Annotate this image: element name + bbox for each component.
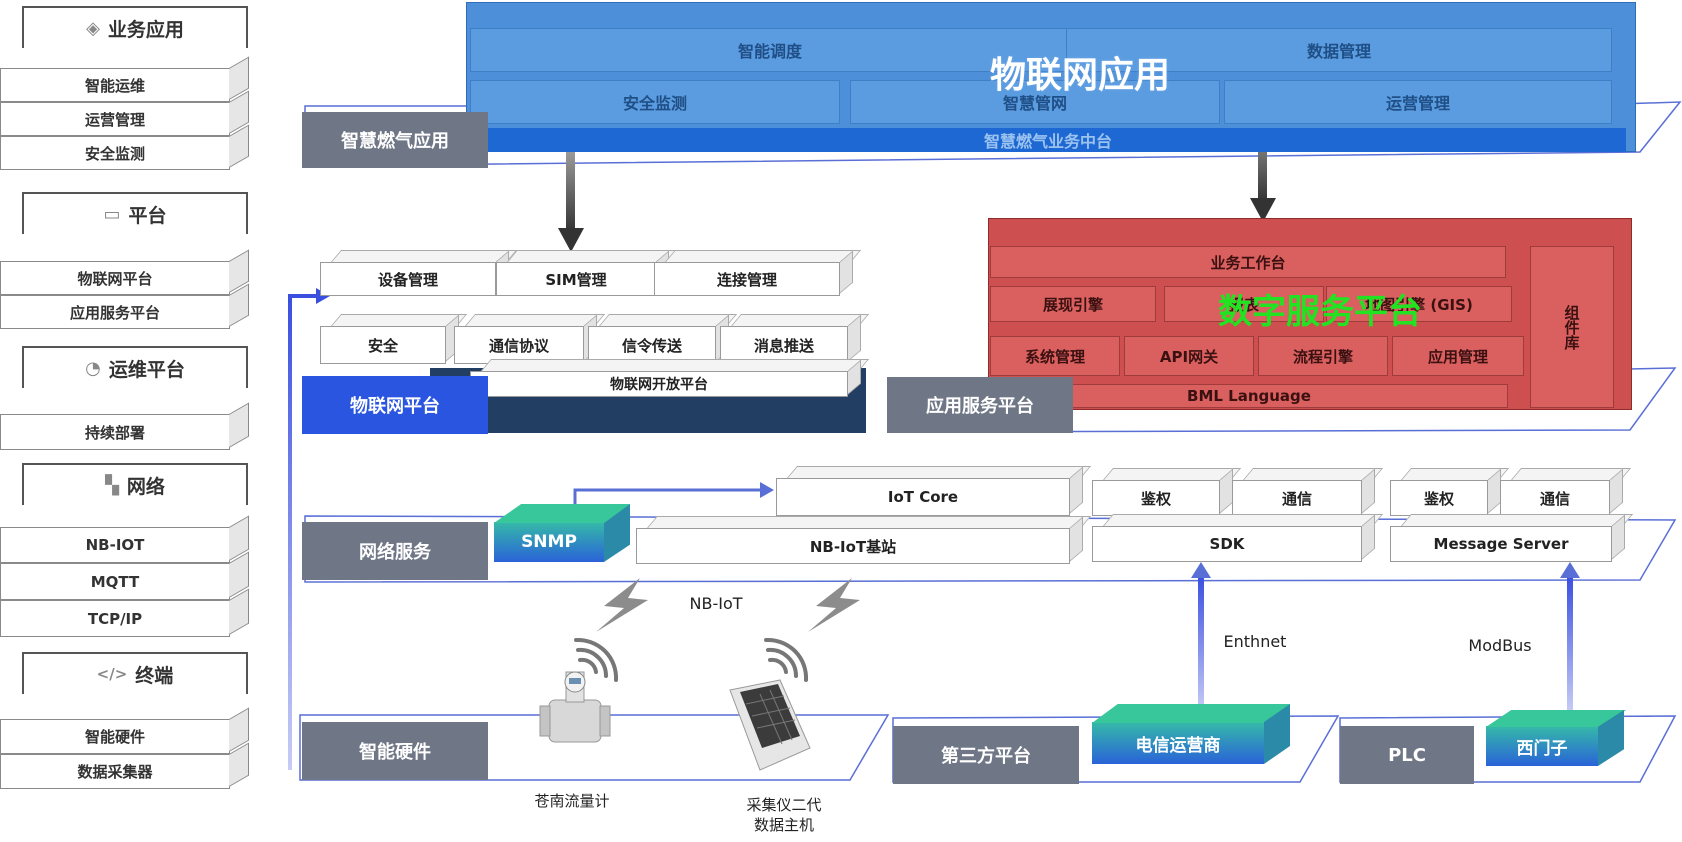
iot-block-security[interactable]: 安全 (320, 326, 446, 364)
app-block-data-management[interactable]: 数据管理 (1066, 28, 1612, 72)
sidebar-item[interactable]: 应用服务平台 (0, 295, 230, 329)
ethernet-label: Enthnet (1223, 632, 1287, 651)
wifi-signal-icon (764, 637, 809, 682)
hardware-platform-outline (299, 714, 890, 781)
network-icon: ▚ (105, 474, 119, 496)
sidebar-item[interactable]: 智能硬件 (0, 719, 230, 754)
digital-block-bml-language[interactable]: BML Language (990, 384, 1508, 408)
net-block-sdk-auth[interactable]: 鉴权 (1092, 480, 1220, 516)
iot-block-device-management[interactable]: 设备管理 (320, 262, 496, 296)
iot-app-title: 物联网应用 (989, 55, 1170, 96)
iot-block-open-platform[interactable]: 物联网开放平台 (470, 371, 848, 397)
sidebar-item[interactable]: 安全监测 (0, 136, 230, 170)
siemens-top (1486, 710, 1626, 727)
sidebar-item[interactable]: MQTT (0, 563, 230, 600)
snmp-top (494, 504, 630, 523)
net-block-iot-core[interactable]: IoT Core (776, 478, 1070, 516)
net-block-sdk[interactable]: SDK (1092, 526, 1362, 562)
tab-network-service[interactable]: 网络服务 (302, 522, 488, 580)
nb-iot-label: NB-IoT (689, 594, 743, 613)
sidebar-group-network[interactable]: ▚ 网络 (22, 463, 248, 505)
sidebar-group-terminal[interactable]: </> 终端 (22, 652, 248, 694)
snmp-to-iotcore-arrow (573, 488, 762, 505)
app-block-safety-monitoring[interactable]: 安全监测 (470, 80, 840, 124)
telecom-to-sdk-arrow (1198, 576, 1204, 712)
sidebar-group-business[interactable]: ◈ 业务应用 (22, 6, 248, 48)
tab-third-party-platform[interactable]: 第三方平台 (893, 726, 1079, 784)
iot-block-protocol[interactable]: 通信协议 (454, 326, 584, 364)
app-block-business-middle-platform[interactable]: 智慧燃气业务中台 (470, 128, 1626, 152)
lightning-icon (596, 578, 648, 632)
wifi-signal-icon (574, 637, 619, 682)
net-block-sdk-comm[interactable]: 通信 (1232, 480, 1362, 516)
app-to-iot-arrow (566, 92, 575, 232)
monitor-icon: ▭ (103, 203, 121, 225)
telecom-top (1092, 704, 1290, 723)
tab-plc[interactable]: PLC (1340, 726, 1474, 784)
iot-block-connection-management[interactable]: 连接管理 (654, 262, 840, 296)
sidebar-item[interactable]: 数据采集器 (0, 754, 230, 789)
digital-block-report[interactable]: 报表 (1164, 286, 1324, 322)
pie-chart-icon: ◔ (85, 357, 101, 379)
siemens-box[interactable]: 西门子 (1486, 726, 1598, 766)
net-block-msg-comm[interactable]: 通信 (1500, 480, 1610, 516)
sidebar-item[interactable]: TCP/IP (0, 600, 230, 637)
siemens-to-message-arrow (1567, 576, 1573, 712)
digital-block-app-management[interactable]: 应用管理 (1392, 336, 1524, 376)
digital-block-process-engine[interactable]: 流程引擎 (1258, 336, 1388, 376)
app-block-operation-management[interactable]: 运营管理 (1224, 80, 1612, 124)
iot-app-layer (466, 2, 1636, 152)
iot-block-signaling[interactable]: 信令传送 (588, 326, 716, 364)
code-icon: </> (96, 665, 128, 683)
net-block-msg-auth[interactable]: 鉴权 (1390, 480, 1488, 516)
tab-app-service-platform[interactable]: 应用服务平台 (887, 377, 1073, 433)
sidebar-group-platform[interactable]: ▭ 平台 (22, 192, 248, 234)
iot-block-sim-management[interactable]: SIM管理 (496, 262, 656, 296)
hardware-to-iot-flow (288, 294, 316, 770)
sidebar-item[interactable]: NB-IOT (0, 527, 230, 563)
tab-smart-hardware[interactable]: 智能硬件 (302, 722, 488, 780)
sidebar-group-ops[interactable]: ◔ 运维平台 (22, 346, 248, 388)
net-block-message-server[interactable]: Message Server (1390, 526, 1612, 562)
digital-block-api-gateway[interactable]: API网关 (1124, 336, 1254, 376)
data-collector-image (729, 679, 811, 771)
lightning-icon (808, 578, 860, 632)
sidebar-item[interactable]: 运营管理 (0, 102, 230, 136)
digital-block-component-library[interactable]: 组件库 (1530, 246, 1614, 408)
tab-iot-platform[interactable]: 物联网平台 (302, 376, 488, 434)
digital-block-system-management[interactable]: 系统管理 (990, 336, 1120, 376)
telecom-operator-box[interactable]: 电信运营商 (1092, 722, 1264, 764)
layers-icon: ◈ (86, 17, 100, 39)
app-block-smart-dispatch[interactable]: 智能调度 (470, 28, 1070, 72)
digital-block-render-engine[interactable]: 展现引擎 (990, 286, 1156, 322)
data-collector-label-line1: 采集仪二代 (746, 796, 822, 814)
digital-block-gis-engine[interactable]: 地图引擎 (GIS) (1326, 286, 1512, 322)
app-block-smart-pipeline[interactable]: 智慧管网 (850, 80, 1220, 124)
net-block-snmp[interactable]: SNMP (494, 522, 604, 562)
sidebar-item[interactable]: 持续部署 (0, 414, 230, 450)
digital-platform-title: 数字服务平台 (1218, 292, 1422, 332)
flow-meter-image (539, 671, 611, 743)
data-collector-label-line2: 数据主机 (753, 816, 814, 834)
digital-block-workbench[interactable]: 业务工作台 (990, 246, 1506, 278)
net-block-nb-station[interactable]: NB-IoT基站 (636, 528, 1070, 564)
modbus-label: ModBus (1468, 636, 1532, 655)
flow-meter-label: 苍南流量计 (534, 792, 610, 810)
tab-smart-gas-app[interactable]: 智慧燃气应用 (302, 112, 488, 168)
